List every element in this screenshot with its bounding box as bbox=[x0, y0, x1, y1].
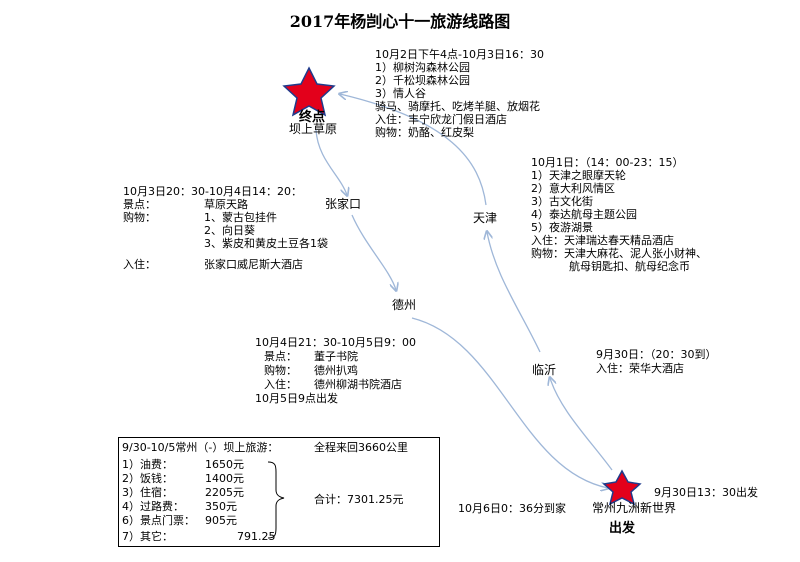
cost-item-key: 6）景点门票： bbox=[122, 514, 195, 527]
route-dezhou-to-start bbox=[411, 317, 608, 488]
city-zhangjiakou: 张家口 bbox=[325, 197, 362, 211]
cost-header: 9/30-10/5常州（-）坝上旅游： bbox=[122, 441, 279, 454]
cost-item-key: 1）油费： bbox=[122, 458, 173, 471]
cost-item-value: 1400元 bbox=[205, 472, 244, 485]
oct1-block: 10月1日：（14：00-23：15） 1）天津之眼摩天轮 2）意大利风情区 3… bbox=[531, 156, 707, 273]
depart-time: 9月30日13：30出发 bbox=[654, 486, 758, 499]
oct3-sight-value: 草原天路 bbox=[204, 198, 248, 211]
cost-distance: 全程来回3660公里 bbox=[314, 441, 408, 454]
endpoint-place: 坝上草原 bbox=[289, 122, 338, 136]
start-place: 常州九洲新世界 bbox=[592, 501, 677, 515]
page-title: 2017年杨剀心十一旅游线路图 bbox=[289, 12, 511, 31]
oct4-sight-key: 景点： bbox=[264, 350, 297, 363]
arrive-home: 10月6日0：36分到家 bbox=[458, 502, 566, 515]
city-tianjin: 天津 bbox=[473, 211, 498, 225]
cost-item-value: 2205元 bbox=[205, 486, 244, 499]
oct4-stay-key: 入住： bbox=[264, 378, 297, 391]
oct4-header: 10月4日21：30-10月5日9：00 bbox=[255, 336, 416, 349]
oct3-header: 10月3日20：30-10月4日14：20： bbox=[123, 185, 302, 198]
oct4-sight-value: 董子书院 bbox=[314, 350, 358, 363]
cost-item-value: 905元 bbox=[205, 514, 237, 527]
start-star-icon bbox=[602, 469, 642, 506]
oct4-footer: 10月5日9点出发 bbox=[255, 392, 338, 405]
city-linyi: 临沂 bbox=[532, 363, 557, 377]
oct3-stay-value: 张家口威尼斯大酒店 bbox=[204, 258, 303, 271]
route-tianjin-to-endpoint bbox=[340, 94, 487, 206]
oct3-shop-key: 购物： bbox=[123, 211, 156, 224]
endpoint-label: 终点 bbox=[299, 110, 326, 125]
oct3-sight-key: 景点： bbox=[123, 198, 156, 211]
cost-item-key: 3）住宿： bbox=[122, 486, 173, 499]
cost-summary-box: 9/30-10/5常州（-）坝上旅游： 全程来回3660公里 1）油费： 165… bbox=[118, 437, 440, 547]
cost-item-value: 350元 bbox=[205, 500, 237, 513]
route-zhangjiakou-to-dezhou bbox=[351, 214, 396, 290]
cost-item-value: 1650元 bbox=[205, 458, 244, 471]
cost-item-key: 7）其它： bbox=[122, 530, 173, 543]
oct4-shop-value: 德州扒鸡 bbox=[314, 364, 358, 377]
sep30-header: 9月30日：（20：30到） bbox=[596, 348, 717, 361]
route-endpoint-to-zhangjiakou bbox=[315, 129, 347, 195]
oct3-stay-key: 入住： bbox=[123, 258, 156, 271]
cost-total: 合计：7301.25元 bbox=[314, 493, 404, 506]
sep30-stay: 入住：荣华大酒店 bbox=[596, 362, 684, 375]
route-start-to-linyi bbox=[550, 378, 613, 471]
oct4-shop-key: 购物： bbox=[264, 364, 297, 377]
cost-item-key: 2）饭钱： bbox=[122, 472, 173, 485]
oct3-shop-list: 1、蒙古包挂件 2、向日葵 3、紫皮和黄皮土豆各1袋 bbox=[204, 211, 328, 250]
oct2-block: 10月2日下午4点-10月3日16：30 1）柳树沟森林公园 2）千松坝森林公园… bbox=[375, 48, 544, 139]
start-label: 出发 bbox=[609, 521, 636, 536]
cost-item-value: 791.25 bbox=[237, 530, 276, 543]
oct4-stay-value: 德州柳湖书院酒店 bbox=[314, 378, 402, 391]
endpoint-star-icon bbox=[282, 66, 336, 117]
route-linyi-to-tianjin bbox=[487, 232, 541, 353]
cost-item-key: 4）过路费： bbox=[122, 500, 184, 513]
cost-brace bbox=[267, 461, 285, 539]
city-dezhou: 德州 bbox=[392, 298, 417, 312]
